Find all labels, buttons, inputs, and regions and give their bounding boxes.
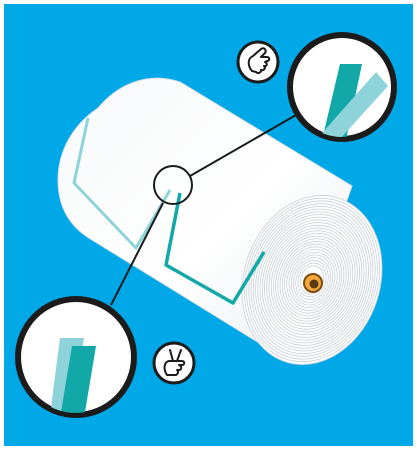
hand-pointing-icon (238, 42, 278, 82)
victory-hand-icon (154, 343, 194, 383)
roll-core-hole (310, 280, 319, 289)
